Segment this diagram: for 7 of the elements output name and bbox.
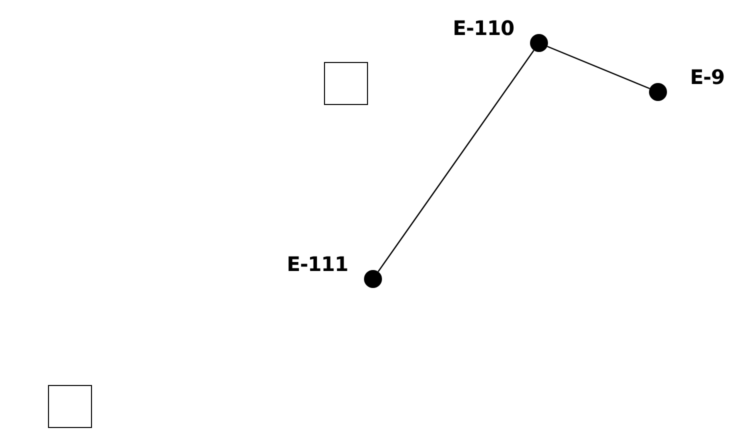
empty-square xyxy=(48,385,92,428)
connector-line xyxy=(378,50,534,272)
empty-square xyxy=(324,62,368,105)
point-label: E-110 xyxy=(452,16,514,40)
connector-line xyxy=(547,46,650,90)
point-label: E-9 xyxy=(690,65,724,89)
point-label: E-111 xyxy=(286,252,348,276)
